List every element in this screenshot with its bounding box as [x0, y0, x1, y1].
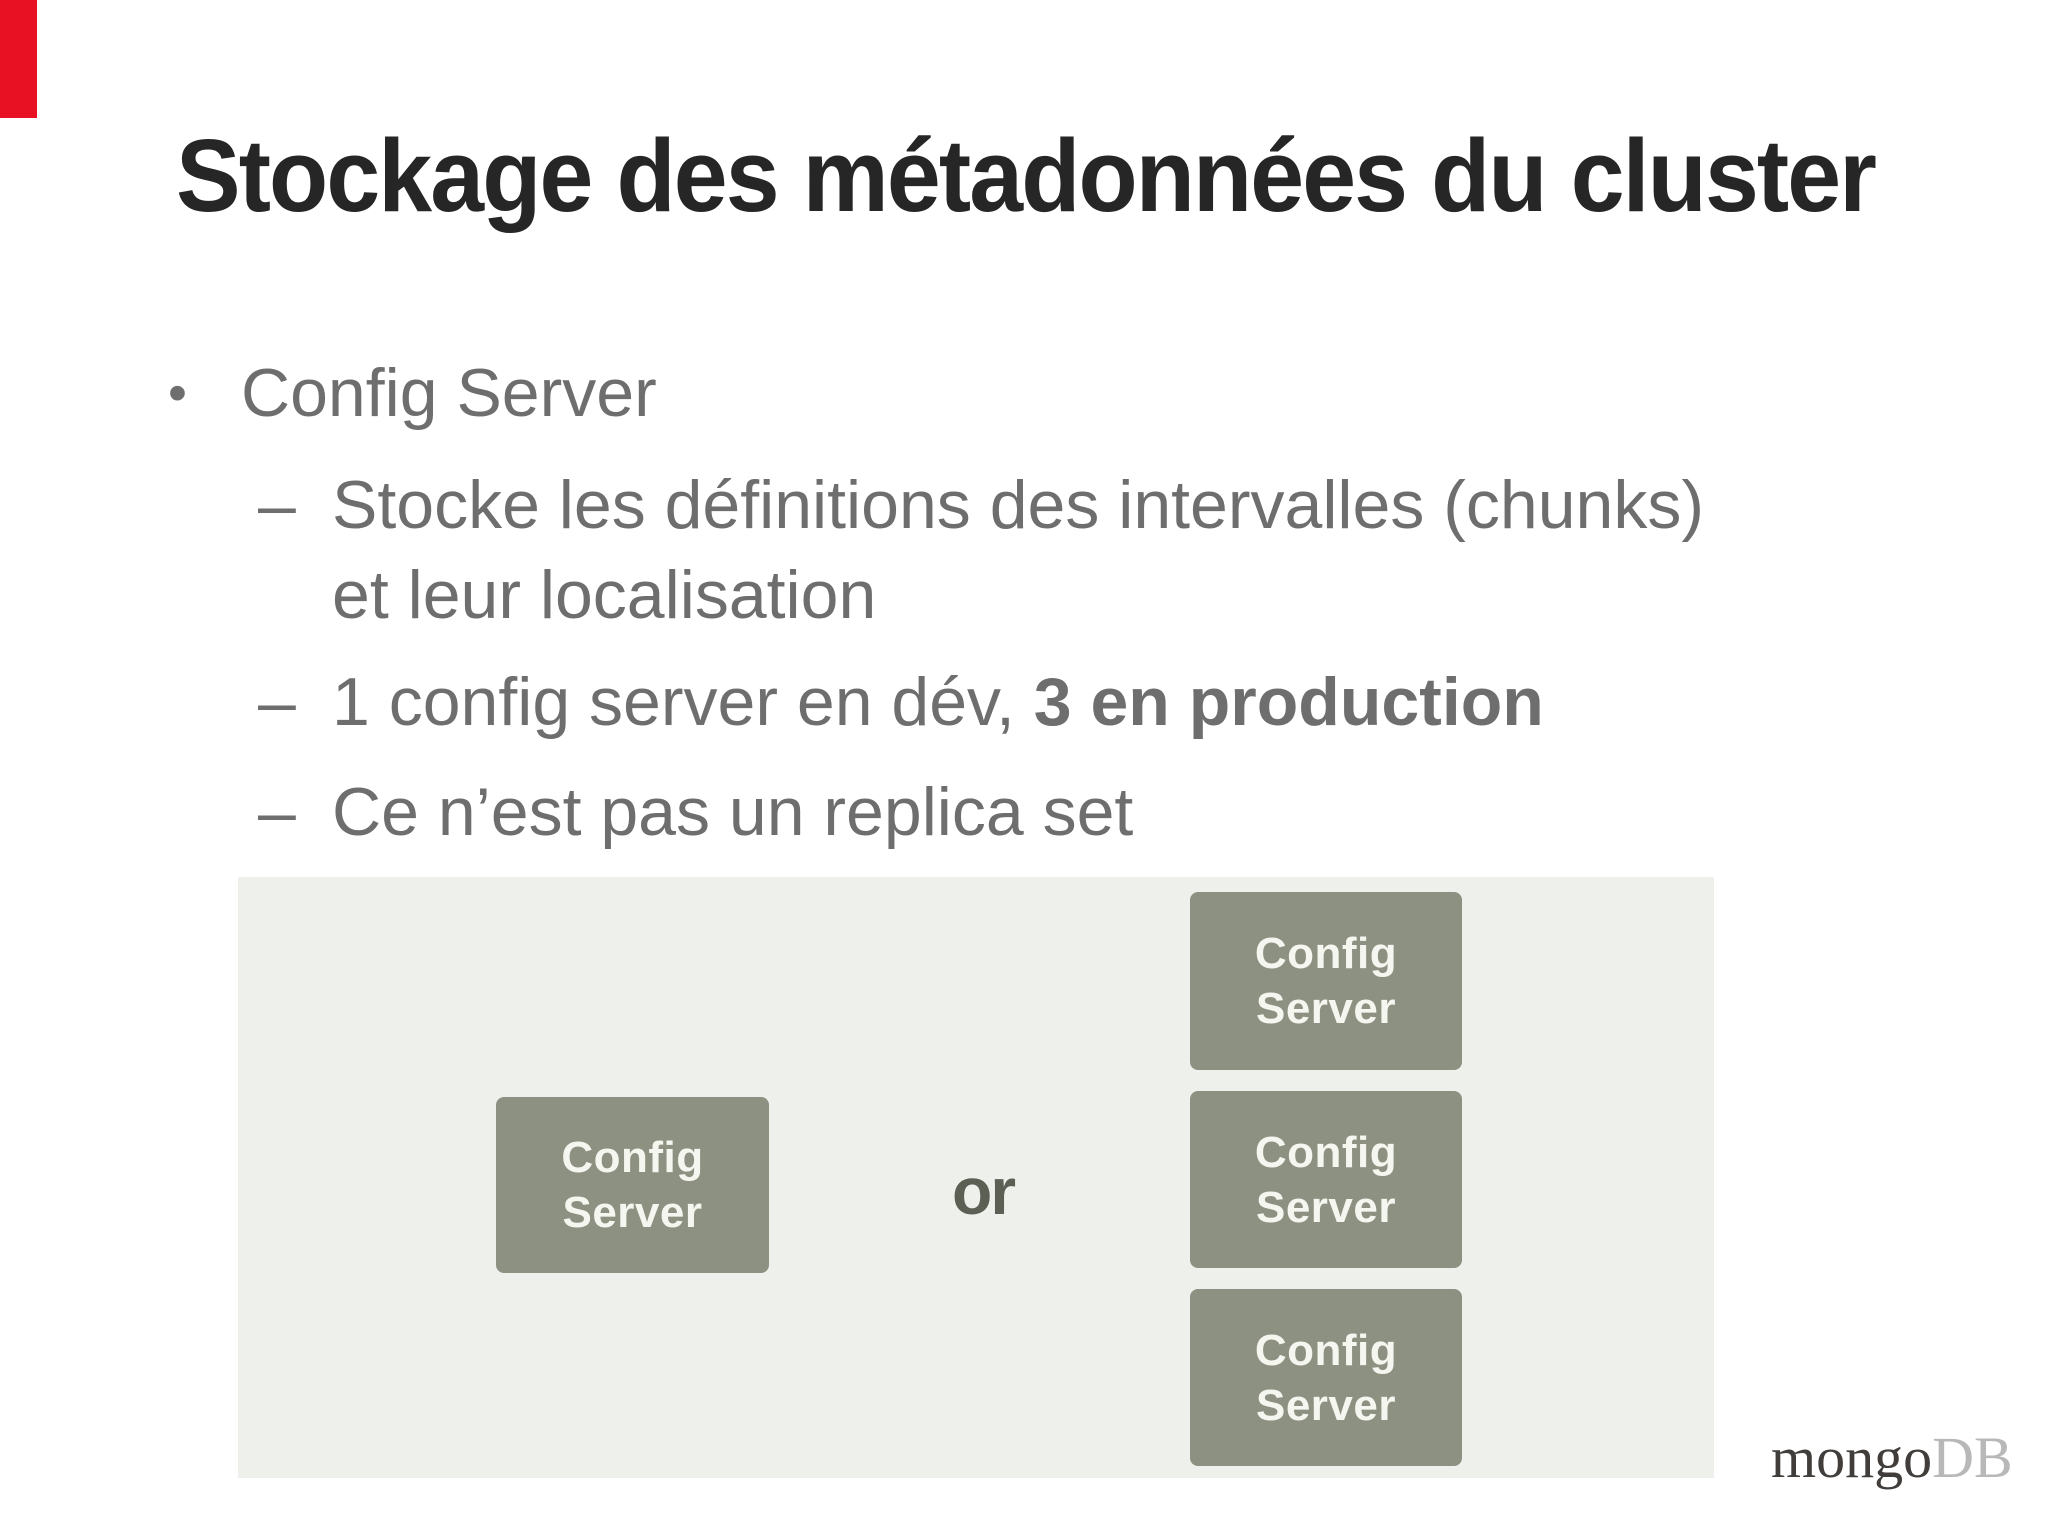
- config-server-box-line: Server: [1255, 1380, 1396, 1430]
- sub-bullet-text: 1 config server en dév, 3 en production: [332, 657, 1544, 747]
- sub-bullet-text: Ce n’est pas un replica set: [332, 767, 1133, 857]
- config-server-box-line: Config: [561, 1133, 704, 1182]
- sub-bullet-row: et leur localisation: [258, 550, 1938, 640]
- sub-bullet-segment: 1 config server en dév,: [332, 664, 1034, 740]
- sub-bullet-text: et leur localisation: [332, 550, 876, 640]
- sub-bullet-segment: et leur localisation: [332, 557, 877, 633]
- sub-bullet-segment: Stocke les définitions des intervalles (…: [332, 467, 1704, 543]
- mongodb-logo-db: DB: [1932, 1425, 2013, 1490]
- sub-bullet-row: –Ce n’est pas un replica set: [258, 767, 1938, 857]
- sub-bullet-dash: –: [258, 467, 296, 543]
- config-server-box-line: Server: [562, 1188, 703, 1237]
- red-corner-marker: [0, 0, 37, 118]
- bullet-dot-icon: •: [168, 363, 187, 423]
- bullet-config-server-label: Config Server: [241, 355, 657, 431]
- sub-bullet-segment: Ce n’est pas un replica set: [332, 774, 1134, 850]
- sub-bullet-dash: –: [258, 774, 296, 850]
- mongodb-logo-mongo: mongo: [1771, 1425, 1933, 1490]
- config-server-box-line: Config: [1254, 1325, 1398, 1375]
- config-server-box-line: Server: [1255, 1182, 1396, 1232]
- config-server-box-line: Config: [1254, 1127, 1398, 1177]
- mongodb-logo: mongoDB: [1771, 1428, 2013, 1488]
- sub-bullet-text: Stocke les définitions des intervalles (…: [332, 460, 1704, 550]
- or-label: or: [952, 1154, 1016, 1228]
- sub-bullet-segment-bold: 3 en production: [1033, 664, 1544, 740]
- config-server-box-line: Config: [1254, 929, 1398, 978]
- sub-bullet-row: –Stocke les définitions des intervalles …: [258, 460, 1938, 550]
- config-server-box-line: Server: [1255, 984, 1396, 1033]
- sub-bullet-dash: –: [258, 664, 296, 740]
- bullet-config-server: • Config Server: [168, 353, 657, 433]
- sub-bullet-row: –1 config server en dév, 3 en production: [258, 657, 1938, 747]
- sub-bullet-list: –Stocke les définitions des intervalles …: [258, 460, 1938, 857]
- slide-title: Stockage des métadonnées du cluster: [176, 118, 1877, 233]
